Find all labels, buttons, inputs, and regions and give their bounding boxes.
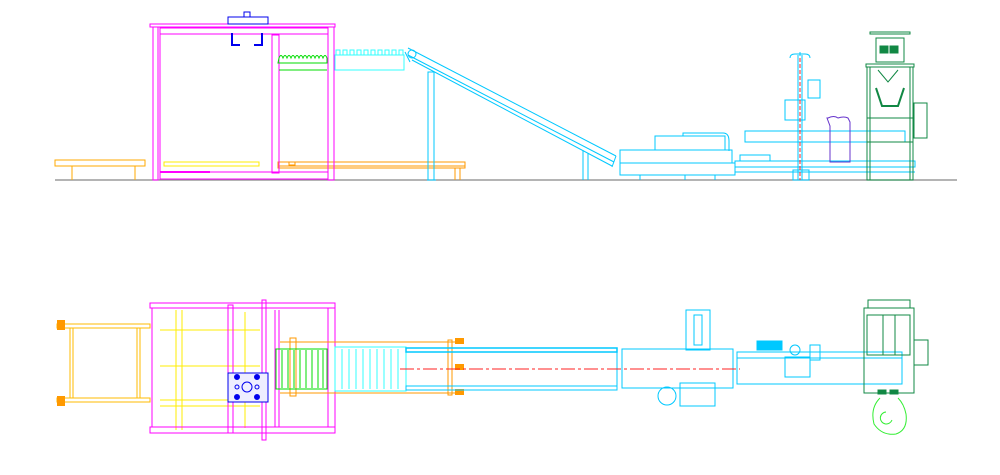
discharge-chute-plan [872,397,907,435]
transfer-frame-plan [280,337,464,397]
weighing-packer-side [865,31,928,181]
cyan-roller-conveyor-side [334,49,405,71]
incline-conveyor-side [404,47,617,181]
cyan-roller-conveyor-plan [334,346,407,392]
pallet-layer-plan [160,310,260,430]
gripper-plate-plan [227,372,269,403]
palletizer-frame-side [149,23,336,181]
green-roller-conveyor-side [277,55,328,71]
top-plan-view [56,299,929,441]
green-roller-conveyor-plan [275,348,328,390]
infeed-stub-side [54,159,146,180]
sewing-machine-column [784,52,821,181]
side-elevation-view [54,11,957,181]
bag-conveyor-side [619,130,916,180]
yellow-conveyor-side [163,161,260,167]
gripper-head [227,11,269,46]
base-conveyor-side [277,161,466,180]
bag-side [826,116,851,163]
checkweigher-plan [621,309,734,407]
palletizer-frame-plan [149,299,336,441]
sewing-conveyor-plan [736,340,903,385]
weighing-packer-plan [863,299,929,395]
infeed-frame-plan [56,320,151,406]
